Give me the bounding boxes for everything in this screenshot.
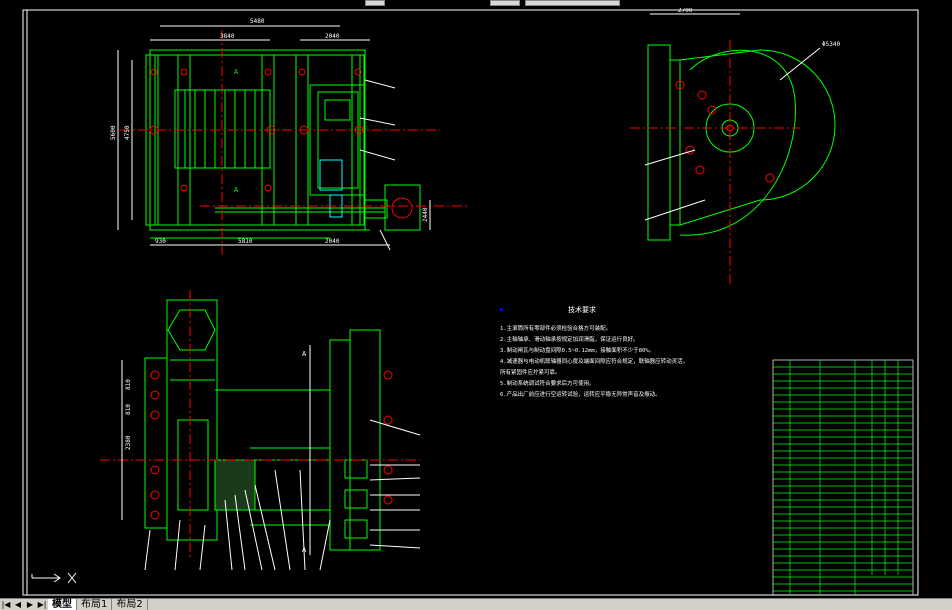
tab-layout1[interactable]: 布局1 (77, 599, 113, 610)
notes-line-1: 1.主滚筒所有零部件必须检验合格方可装配。 (500, 324, 611, 332)
section-view (100, 290, 421, 571)
first-tab-icon[interactable]: |◀ (1, 600, 11, 609)
prev-tab-icon[interactable]: ◀ (14, 600, 22, 609)
toolbar-box-3[interactable] (525, 0, 620, 6)
parts-list-table (772, 359, 914, 596)
last-tab-icon[interactable]: ▶| (37, 600, 47, 609)
next-tab-icon[interactable]: ▶ (26, 600, 34, 609)
notes-title: 技术要求 (568, 305, 596, 314)
dim-lower-3: 2380 (125, 435, 132, 450)
notes-marker (500, 308, 503, 311)
front-view (117, 25, 470, 255)
dim-lower-2: 810 (125, 404, 132, 415)
notes-line-5: 所有紧固件应拧紧可靠。 (500, 368, 561, 376)
section-mark-a2: A (234, 186, 239, 194)
notes-line-3: 3.制动闸瓦与制动盘间隙0.5~0.12mm，接触面积不少于80%。 (500, 346, 654, 354)
section-mark-a4: A (302, 546, 307, 554)
dim-height-outer: 5600 (110, 125, 117, 140)
dim-top-width: 5480 (250, 18, 265, 25)
section-mark-a1: A (234, 68, 239, 76)
dim-left-width: 3840 (220, 33, 235, 40)
dim-bottom-left: 930 (155, 238, 166, 245)
dim-bottom-right: 2040 (325, 238, 340, 245)
dim-right-width: 2040 (325, 33, 340, 40)
tab-layout2[interactable]: 布局2 (112, 599, 148, 610)
dim-side-radius: Φ5340 (822, 41, 840, 48)
ucs-icon (31, 572, 77, 584)
section-mark-a3: A (302, 350, 307, 358)
dim-side-top: 2700 (678, 7, 693, 14)
notes-line-2: 2.主轴轴承、滑动轴承按规定加润滑脂，保证运行良好。 (500, 335, 639, 343)
top-toolbar-strip (0, 0, 952, 8)
drum-ribs (184, 90, 256, 168)
notes-line-6: 5.制动系统调试符合要求后方可使用。 (500, 379, 595, 387)
notes-line-7: 6.产品出厂前应进行空运转试验，运转应平稳无异常声音及振动。 (500, 390, 661, 398)
layout-tab-bar: |◀ ◀ ▶ ▶| 模型 布局1 布局2 (0, 598, 952, 610)
tab-model[interactable]: 模型 (48, 599, 77, 610)
side-view (630, 13, 836, 285)
notes-line-4: 4.减速器与电动机联轴器同心度及端面间隙应符合规定，联轴器应转动灵活。 (500, 357, 688, 365)
drawing-frame (22, 9, 919, 596)
toolbar-box-1[interactable] (365, 0, 385, 6)
toolbar-box-2[interactable] (490, 0, 520, 6)
dim-side-h: 2440 (422, 207, 429, 222)
dim-lower-1: 810 (125, 379, 132, 390)
dim-bottom-mid: 5810 (238, 238, 253, 245)
dim-height-inner: 4750 (124, 125, 131, 140)
